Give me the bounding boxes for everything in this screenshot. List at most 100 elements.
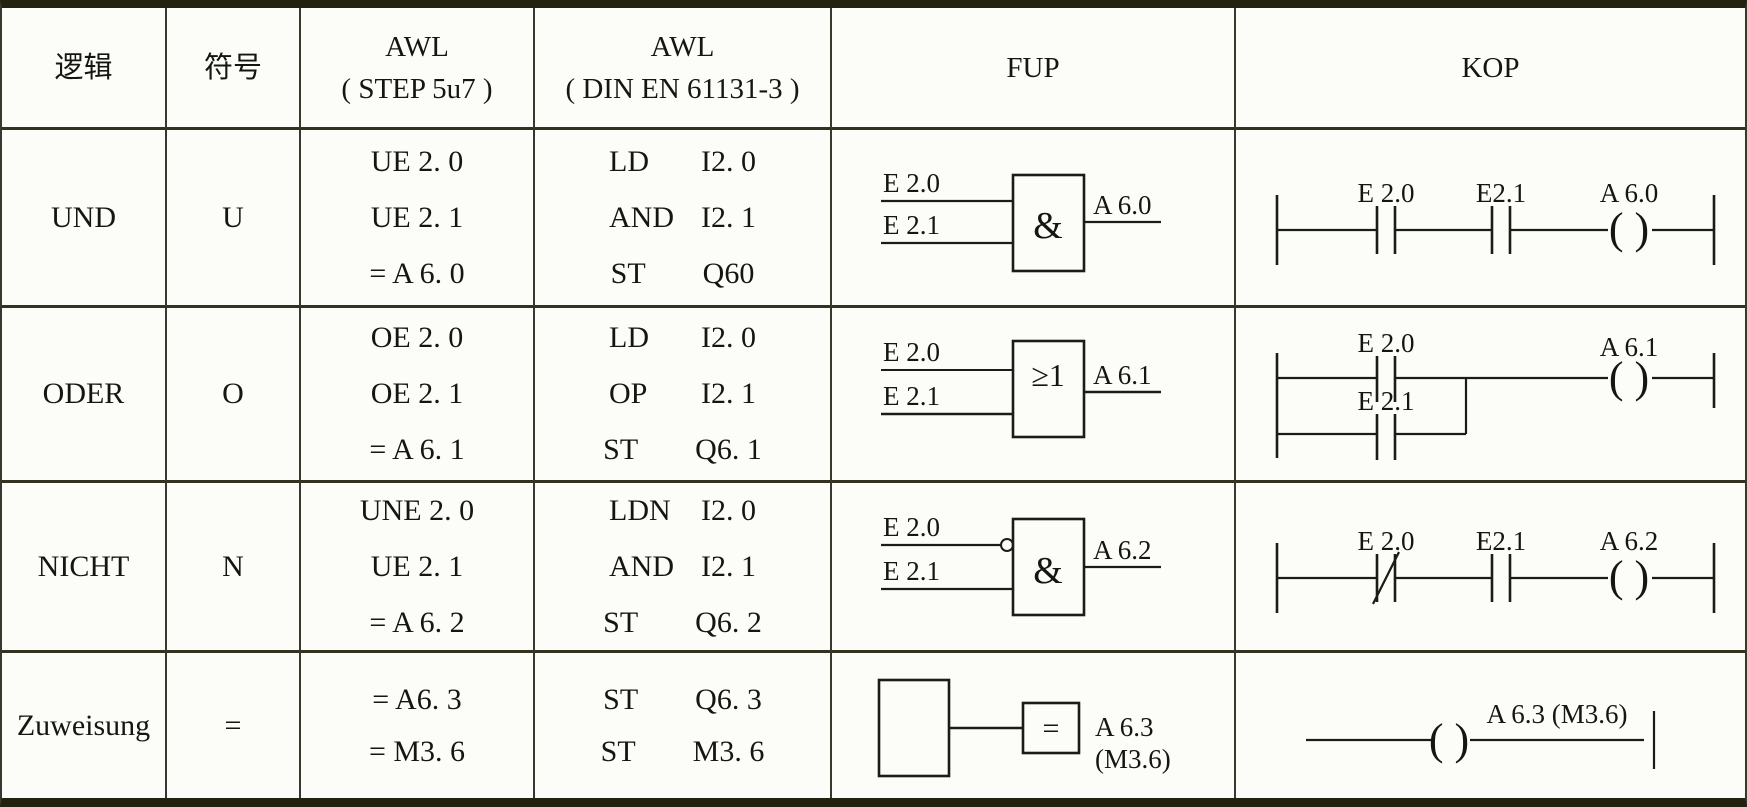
fup-input2-label: E 2.1 — [883, 556, 940, 586]
kop-contact1-label: E 2.0 — [1358, 178, 1415, 208]
cell-zuweisung-symbol: = — [167, 653, 301, 798]
cell-oder-kop: E 2.0 E 2.1 A 6.1 ( ) — [1236, 308, 1745, 483]
kop-coil: ( ) — [1609, 204, 1649, 253]
cell-oder-fup: E 2.0 E 2.1 ≥1 A 6.1 — [832, 308, 1236, 483]
awl-line: = A 6. 2 — [369, 605, 465, 639]
header-awl-din-line1: AWL — [650, 30, 715, 63]
awl-line: UE 2. 0 — [370, 144, 464, 178]
und-symbol-label: U — [222, 200, 244, 234]
fup-output-label: A 6.0 — [1093, 190, 1152, 220]
cell-und-fup: E 2.0 E 2.1 & A 6.0 — [832, 130, 1236, 308]
kop-contact2-label: E2.1 — [1476, 526, 1526, 556]
fup-output-label: A 6.2 — [1093, 535, 1152, 565]
oder-symbol-label: O — [222, 377, 244, 410]
header-awl-step-line1: AWL — [385, 30, 449, 63]
kop-contact2-label: E2.1 — [1476, 178, 1526, 208]
kop-contact1-label: E 2.0 — [1358, 526, 1415, 556]
fup-assign-symbol: = — [1043, 712, 1060, 745]
fup-output-label-line1: A 6.3 — [1095, 712, 1154, 742]
fup-input1-label: E 2.0 — [883, 512, 940, 542]
cell-nicht-symbol: N — [167, 483, 301, 653]
fup-input2-label: E 2.1 — [883, 381, 940, 411]
kop-parallel-diagram: E 2.0 E 2.1 A 6.1 ( ) — [1275, 328, 1716, 460]
header-logic-label: 逻辑 — [54, 51, 113, 84]
fup-nand-input-diagram: E 2.0 E 2.1 & A 6.2 — [881, 512, 1161, 617]
oder-logic-label: ODER — [42, 377, 125, 410]
header-awl-step: AWL ( STEP 5u7 ) — [301, 8, 535, 130]
kop-contact2-label: E 2.1 — [1358, 386, 1415, 416]
header-awl-step-line2: ( STEP 5u7 ) — [341, 72, 493, 105]
kop-coil-label: A 6.3 (M3.6) — [1487, 699, 1628, 729]
fup-input2-label: E 2.1 — [883, 210, 940, 240]
awl-line: = A 6. 0 — [369, 256, 465, 290]
fup-input1-label: E 2.0 — [883, 168, 940, 198]
header-symbol-label: 符号 — [203, 51, 262, 84]
fup-output-label: A 6.1 — [1093, 360, 1152, 390]
cell-nicht-awl-step: UNE 2. 0 UE 2. 1 = A 6. 2 — [301, 483, 535, 653]
kop-coil-label: A 6.0 — [1600, 178, 1659, 208]
und-logic-label: UND — [51, 200, 116, 234]
fup-and-diagram: E 2.0 E 2.1 & A 6.0 — [881, 168, 1161, 273]
kop-nc-slash — [1372, 551, 1400, 605]
awl-line: OE 2. 0 — [370, 321, 464, 354]
header-awl-din: AWL ( DIN EN 61131-3 ) — [535, 8, 832, 130]
cell-nicht-fup: E 2.0 E 2.1 & A 6.2 — [832, 483, 1236, 653]
fup-output-label-line2: (M3.6) — [1095, 744, 1171, 774]
kop-series-diagram: E 2.0 E2.1 A 6.0 ( ) — [1275, 178, 1716, 265]
fup-network-box — [877, 678, 951, 777]
fup-gate-box — [1011, 339, 1086, 439]
cell-und-kop: E 2.0 E2.1 A 6.0 ( ) — [1236, 130, 1745, 308]
fup-gate-symbol: & — [1033, 550, 1063, 592]
cell-oder-logic: ODER — [2, 308, 167, 483]
fup-assign-diagram: = A 6.3 (M3.6) — [877, 678, 1171, 777]
kop-coil-label: A 6.1 — [1600, 332, 1659, 362]
header-kop: KOP — [1236, 8, 1745, 130]
kop-coil: ( ) — [1609, 353, 1649, 402]
kop-coil: ( ) — [1429, 715, 1469, 764]
fup-or-diagram: E 2.0 E 2.1 ≥1 A 6.1 — [881, 337, 1161, 439]
kop-coil-diagram: ( ) A 6.3 (M3.6) — [1306, 699, 1656, 769]
zuweisung-logic-label: Zuweisung — [16, 708, 151, 742]
kop-nc-series-diagram: E 2.0 E2.1 A 6.2 ( ) — [1275, 526, 1716, 613]
kop-coil-label: A 6.2 — [1600, 526, 1659, 556]
fup-gate-symbol: ≥1 — [1031, 357, 1065, 393]
awl-line: OE 2. 1 — [370, 377, 464, 410]
header-kop-label: KOP — [1461, 51, 1520, 84]
header-logic: 逻辑 — [2, 8, 167, 130]
cell-und-awl-step: UE 2. 0 UE 2. 1 = A 6. 0 — [301, 130, 535, 308]
cell-zuweisung-kop: ( ) A 6.3 (M3.6) — [1236, 653, 1745, 798]
zuweisung-symbol-label: = — [224, 708, 242, 742]
header-awl-din-line2: ( DIN EN 61131-3 ) — [565, 72, 800, 105]
header-symbol: 符号 — [167, 8, 301, 130]
awl-line: UE 2. 1 — [370, 549, 464, 583]
cell-und-symbol: U — [167, 130, 301, 308]
cell-nicht-kop: E 2.0 E2.1 A 6.2 ( ) — [1236, 483, 1745, 653]
awl-line: UE 2. 1 — [370, 200, 464, 234]
fup-gate-symbol: & — [1033, 205, 1063, 247]
cell-oder-symbol: O — [167, 308, 301, 483]
header-fup-label: FUP — [1006, 51, 1060, 84]
kop-contact1-label: E 2.0 — [1358, 328, 1415, 358]
cell-nicht-logic: NICHT — [2, 483, 167, 653]
header-fup: FUP — [832, 8, 1236, 130]
kop-coil: ( ) — [1609, 552, 1649, 601]
awl-line: UNE 2. 0 — [359, 493, 475, 527]
cell-zuweisung-logic: Zuweisung — [2, 653, 167, 798]
nicht-logic-label: NICHT — [37, 549, 130, 583]
awl-line: = A 6. 1 — [369, 433, 465, 466]
cell-oder-awl-step: OE 2. 0 OE 2. 1 = A 6. 1 — [301, 308, 535, 483]
